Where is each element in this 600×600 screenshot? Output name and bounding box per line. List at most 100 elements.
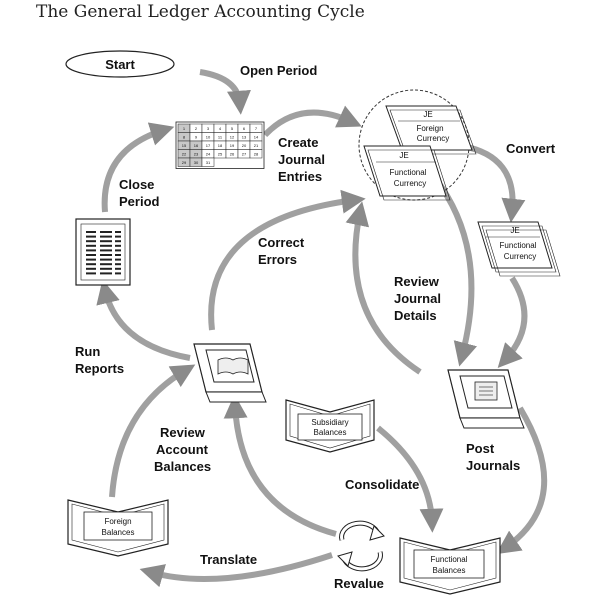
revalue-cycle-icon: [337, 520, 385, 572]
label-post-journals: Post Journals: [466, 441, 520, 473]
svg-text:Period: Period: [119, 194, 160, 209]
svg-text:Balances: Balances: [154, 459, 211, 474]
svg-text:Currency: Currency: [504, 252, 536, 261]
calendar-day: 16: [194, 143, 199, 148]
label-run-reports: Run Reports: [75, 344, 124, 376]
svg-text:Balances: Balances: [102, 528, 135, 537]
svg-text:Close: Close: [119, 177, 154, 192]
arrow-close-period: [101, 122, 175, 213]
calendar-day: 17: [206, 143, 211, 148]
svg-text:Errors: Errors: [258, 252, 297, 267]
svg-text:Functional: Functional: [500, 241, 537, 250]
svg-text:Subsidiary: Subsidiary: [311, 418, 348, 427]
calendar-day: 22: [182, 152, 187, 157]
svg-text:Foreign: Foreign: [416, 124, 443, 133]
svg-text:Post: Post: [466, 441, 495, 456]
cycle-arrows: [96, 69, 548, 588]
journal-entries-group: JE Foreign Currency JE Functional Curren…: [358, 89, 477, 201]
label-translate: Translate: [200, 552, 257, 567]
functional-balances-book: Functional Balances: [399, 537, 501, 595]
svg-text:Review: Review: [394, 274, 440, 289]
arrow-start-to-calendar: [199, 69, 251, 115]
label-revalue: Revalue: [334, 576, 384, 591]
calendar-day: 31: [206, 160, 211, 165]
svg-text:JE: JE: [399, 151, 408, 160]
calendar-day: 18: [218, 143, 223, 148]
calendar-day: 1: [183, 126, 186, 131]
calendar-day: 24: [206, 152, 211, 157]
svg-text:Review: Review: [160, 425, 206, 440]
svg-text:Functional: Functional: [390, 168, 427, 177]
foreign-balances-book: Foreign Balances: [67, 499, 169, 557]
calendar-day: 11: [218, 135, 223, 140]
svg-text:JE: JE: [510, 226, 519, 235]
label-convert: Convert: [506, 141, 556, 156]
calendar-cell: [201, 157, 215, 167]
calendar-day: 2: [195, 126, 198, 131]
calendar-day: 7: [255, 126, 258, 131]
svg-text:Currency: Currency: [417, 134, 449, 143]
calendar-day: 21: [254, 143, 259, 148]
svg-text:Start: Start: [105, 57, 135, 72]
report-document-icon: [75, 218, 131, 286]
arrow-foreign-to-computer: [109, 364, 196, 498]
calendar-day: 3: [207, 126, 210, 131]
label-close-period: Close Period: [119, 177, 160, 209]
step-labels: Open Period Create Journal Entries Conve…: [75, 63, 556, 591]
je-foreign-document: JE Foreign Currency: [385, 105, 477, 155]
svg-text:Journals: Journals: [466, 458, 520, 473]
label-review-journal-details: Review Journal Details: [394, 274, 441, 323]
calendar-day: 19: [230, 143, 235, 148]
calendar-day: 27: [242, 152, 247, 157]
arrow-review-journal-details-down: [432, 176, 477, 367]
svg-text:Create: Create: [278, 135, 318, 150]
svg-text:Balances: Balances: [314, 428, 347, 437]
calendar-day: 4: [219, 126, 222, 131]
calendar-day: 28: [254, 152, 259, 157]
label-create-journal-entries: Create Journal Entries: [278, 135, 325, 184]
computer-left-icon: [193, 343, 267, 403]
label-review-account-balances: Review Account Balances: [154, 425, 211, 474]
svg-text:Details: Details: [394, 308, 437, 323]
calendar-day: 23: [194, 152, 199, 157]
calendar-day: 12: [230, 135, 235, 140]
arrow-post-back-to-je: [345, 201, 422, 375]
label-open-period: Open Period: [240, 63, 317, 78]
arrow-consolidate: [376, 425, 444, 533]
calendar-day: 30: [194, 160, 199, 165]
svg-text:Correct: Correct: [258, 235, 305, 250]
svg-text:JE: JE: [423, 110, 432, 119]
je-functional-document: JE Functional Currency: [363, 145, 451, 201]
calendar-cell: [249, 149, 263, 159]
arrow-calendar-to-je: [262, 105, 362, 138]
start-node: Start: [65, 50, 175, 78]
arrow-translate: [139, 552, 333, 588]
svg-text:Journal: Journal: [394, 291, 441, 306]
calendar-day: 25: [218, 152, 223, 157]
arrow-functional-to-post: [497, 276, 528, 368]
diagram-title: The General Ledger Accounting Cycle: [36, 2, 365, 22]
arrow-post-to-functional-balances: [496, 406, 548, 555]
svg-text:Foreign: Foreign: [104, 517, 131, 526]
calendar-day: 29: [182, 160, 187, 165]
svg-text:Entries: Entries: [278, 169, 322, 184]
svg-text:Reports: Reports: [75, 361, 124, 376]
arrow-convert: [461, 143, 526, 223]
calendar-day: 10: [206, 135, 211, 140]
svg-text:Journal: Journal: [278, 152, 325, 167]
calendar-day: 8: [183, 135, 186, 140]
svg-text:Balances: Balances: [433, 566, 466, 575]
label-correct-errors: Correct Errors: [258, 235, 305, 267]
calendar-day: 20: [242, 143, 247, 148]
je-functional-converted-document: JE Functional Currency: [477, 221, 561, 277]
arrow-revalue-to-computer: [223, 394, 337, 537]
calendar-day: 26: [230, 152, 235, 157]
label-consolidate: Consolidate: [345, 477, 419, 492]
calendar-day: 5: [231, 126, 234, 131]
calendar-day: 15: [182, 143, 187, 148]
subsidiary-balances-book: Subsidiary Balances: [285, 399, 375, 453]
arrow-run-reports: [96, 279, 191, 361]
calendar-day: 6: [243, 126, 246, 131]
